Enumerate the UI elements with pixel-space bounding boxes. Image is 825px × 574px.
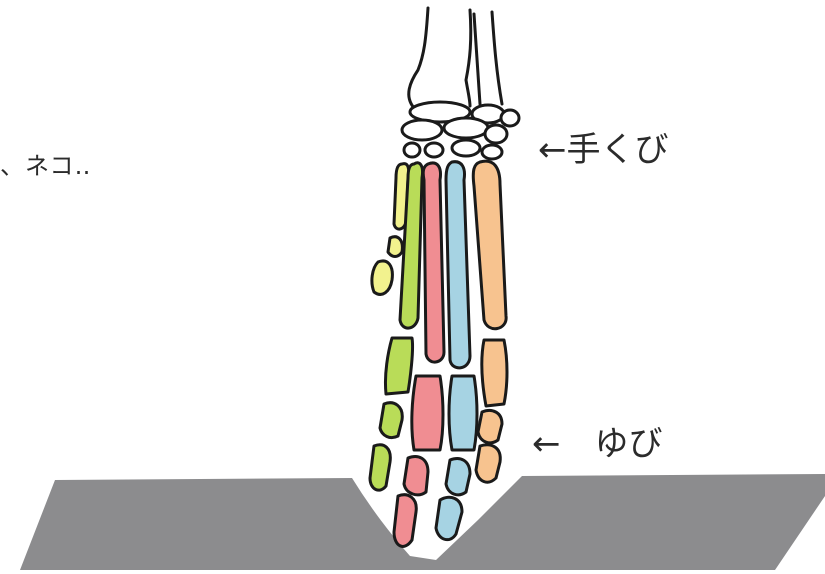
digit-3-proximal-phalanx: [412, 376, 443, 450]
carpal-bone: [404, 143, 420, 157]
radius-bone: [409, 8, 428, 108]
ulna-bone-right: [492, 12, 502, 104]
cat-note-label: 、ネコ‥: [0, 146, 92, 181]
wrist-label: ←手くび: [538, 122, 669, 171]
digit-1-phalanx: [388, 237, 402, 257]
digit-5-proximal-phalanx: [482, 340, 507, 406]
carpal-bone: [485, 125, 507, 143]
digit-5: [473, 161, 507, 482]
carpal-bone: [444, 118, 488, 138]
digit-3-middle-phalanx: [404, 457, 428, 495]
carpal-bone: [402, 120, 442, 140]
carpal-bone: [425, 143, 443, 157]
digit-4-middle-phalanx: [446, 459, 470, 495]
digit-5-metacarpal: [473, 161, 506, 329]
digit-4-metacarpal: [446, 162, 470, 368]
digit-2-claw: [370, 445, 390, 490]
ulna-bone: [474, 14, 480, 104]
digit-2-proximal-phalanx: [385, 338, 412, 394]
digit-4-proximal-phalanx: [449, 376, 477, 450]
digit-1-claw: [372, 261, 392, 294]
digit-5-claw: [476, 445, 500, 482]
radius-bone-right: [466, 10, 471, 106]
digit-3-metacarpal: [423, 163, 444, 362]
digit-4-claw: [436, 497, 462, 539]
fingers-label: ← ゆび: [532, 416, 663, 465]
carpal-bones: [402, 102, 519, 159]
digit-3-claw: [394, 495, 416, 547]
carpal-bone: [452, 140, 480, 156]
carpal-bone: [482, 145, 502, 159]
digit-5-middle-phalanx: [478, 411, 502, 443]
digit-2-middle-phalanx: [380, 403, 402, 438]
carpal-bone: [501, 110, 519, 126]
